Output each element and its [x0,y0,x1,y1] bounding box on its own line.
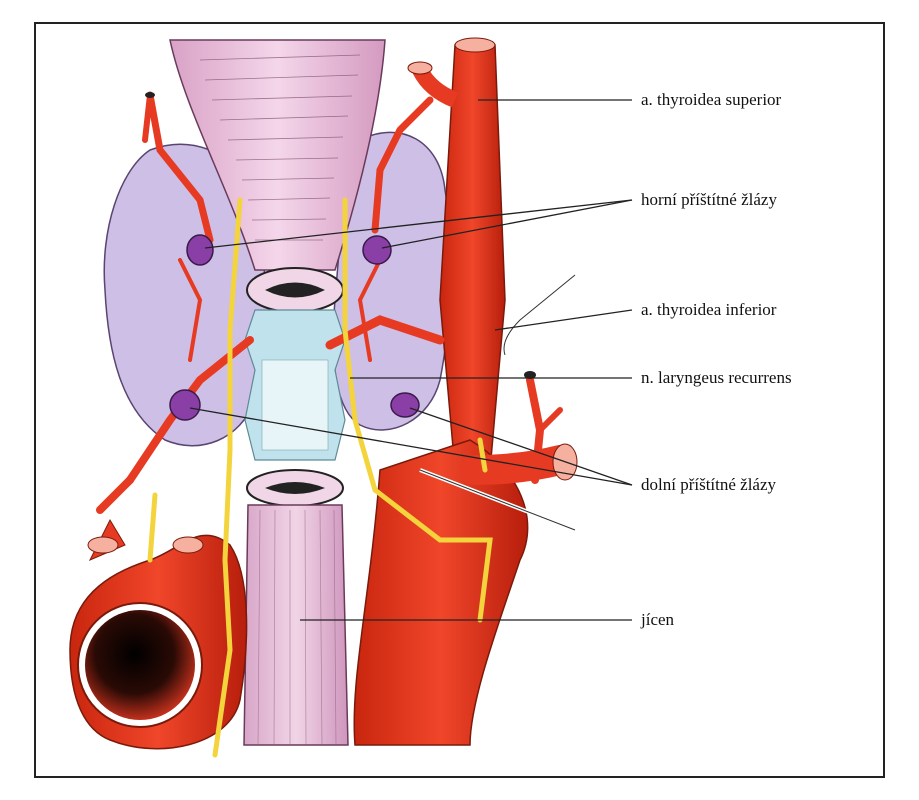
label-horni-zlazy: horní příštítné žlázy [641,190,777,209]
brachiocephalic-artery [353,439,529,746]
larynx [169,39,386,271]
laryngeal-nerves [147,197,493,758]
parathyroid-upper-right [362,235,392,265]
label-thyroidea-superior: a. thyroidea superior [641,90,782,109]
label-jicen: jícen [641,610,675,629]
label-thyroidea-inferior: a. thyroidea inferior [641,300,777,319]
label-laryngeus-recurrens: n. laryngeus recurrens [641,368,792,387]
label-dolni-zlazy: dolní příštítné žlázy [641,475,777,494]
parathyroid-lower-left [169,389,201,421]
carotid-artery [439,44,506,471]
leader-lines [189,99,633,621]
parathyroid-lower-right [390,392,420,418]
parathyroid-upper-left [186,234,214,266]
